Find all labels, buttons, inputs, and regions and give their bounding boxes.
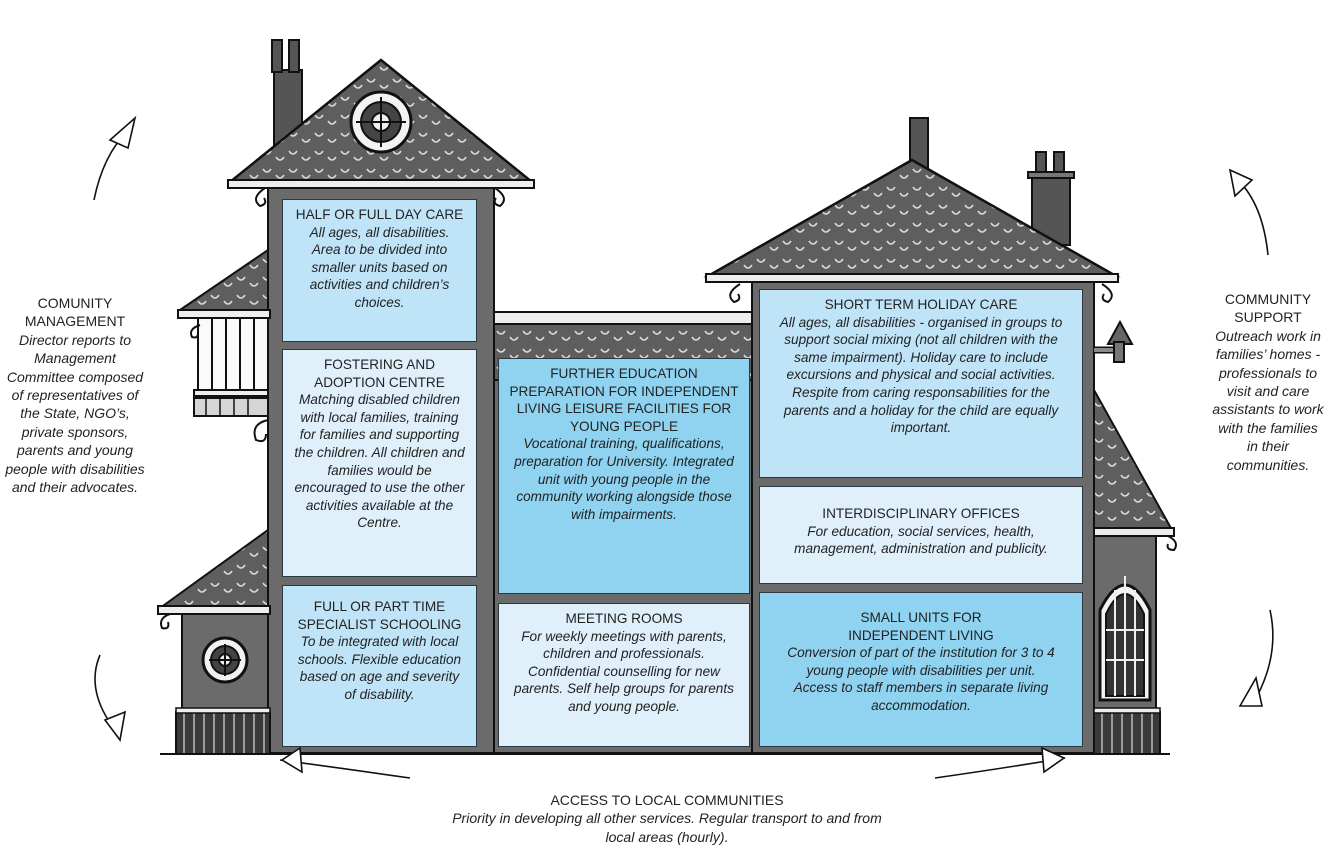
bottom-note-body: Priority in developing all other service… bbox=[452, 810, 882, 845]
room-body: All ages, all disabilities - organised i… bbox=[779, 314, 1063, 436]
right-note-title: COMMUNITY SUPPORT bbox=[1224, 291, 1312, 326]
room-title: FOSTERING AND ADOPTION CENTRE bbox=[314, 357, 445, 390]
right-annex bbox=[1093, 386, 1177, 755]
room-further-education: FURTHER EDUCATION PREPARATION FOR INDEPE… bbox=[498, 358, 750, 594]
room-body: To be integrated with local schools. Fle… bbox=[297, 634, 462, 702]
room-title: FULL OR PART TIME SPECIALIST SCHOOLING bbox=[297, 599, 462, 632]
room-title: INTERDISCIPLINARY OFFICES bbox=[822, 506, 1020, 521]
right-note-body: Outreach work in families’ homes - profe… bbox=[1212, 327, 1324, 473]
room-title: MEETING ROOMS bbox=[565, 611, 683, 626]
left-note-body: Director reports to Management Committee… bbox=[5, 331, 145, 496]
room-schooling: FULL OR PART TIME SPECIALIST SCHOOLING T… bbox=[282, 585, 477, 747]
left-lower-annex bbox=[156, 528, 271, 715]
bottom-note-title: ACCESS TO LOCAL COMMUNITIES bbox=[550, 792, 784, 808]
room-body: Conversion of part of the institution fo… bbox=[787, 645, 1055, 713]
room-title: FURTHER EDUCATION PREPARATION FOR INDEPE… bbox=[509, 366, 739, 434]
room-small-units: SMALL UNITS FOR INDEPENDENT LIVING Conve… bbox=[759, 592, 1083, 747]
room-title: SHORT TERM HOLIDAY CARE bbox=[824, 297, 1018, 312]
room-fostering: FOSTERING AND ADOPTION CENTRE Matching d… bbox=[282, 349, 477, 577]
room-body: Vocational training, qualifications, pre… bbox=[514, 436, 734, 522]
room-title: SMALL UNITS FOR INDEPENDENT LIVING bbox=[848, 610, 994, 643]
room-offices: INTERDISCIPLINARY OFFICES For education,… bbox=[759, 486, 1083, 584]
room-body: All ages, all disabilities. Area to be d… bbox=[309, 224, 450, 310]
right-note: COMMUNITY SUPPORT Outreach work in famil… bbox=[1204, 290, 1332, 474]
left-note-title: COMUNITY MANAGEMENT bbox=[24, 295, 126, 330]
room-meeting: MEETING ROOMS For weekly meetings with p… bbox=[498, 603, 750, 747]
room-day-care: HALF OR FULL DAY CARE All ages, all disa… bbox=[282, 199, 477, 342]
room-holiday-care: SHORT TERM HOLIDAY CARE All ages, all di… bbox=[759, 289, 1083, 478]
room-body: For weekly meetings with parents, childr… bbox=[514, 628, 734, 714]
bottom-note: ACCESS TO LOCAL COMMUNITIES Priority in … bbox=[380, 791, 954, 846]
left-annex bbox=[176, 248, 271, 443]
left-note: COMUNITY MANAGEMENT Director reports to … bbox=[4, 294, 146, 496]
room-body: Matching disabled children with local fa… bbox=[294, 392, 465, 531]
room-body: For education, social services, health, … bbox=[794, 523, 1048, 557]
arrow-curved-icon bbox=[93, 115, 1274, 779]
room-title: HALF OR FULL DAY CARE bbox=[295, 207, 464, 222]
fence-left bbox=[175, 707, 271, 755]
